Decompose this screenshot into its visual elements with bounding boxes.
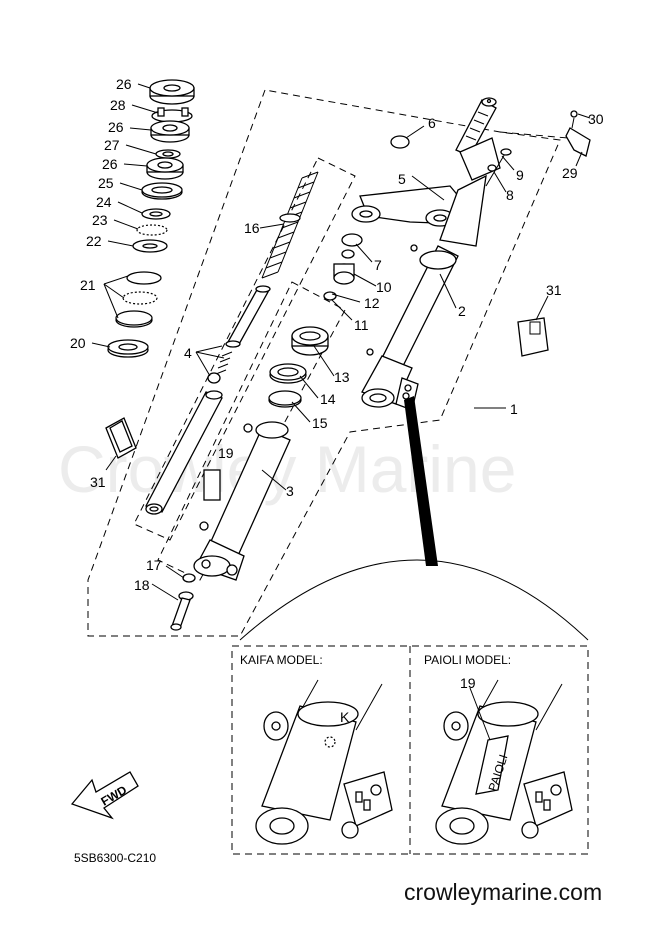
callout-16: 16: [244, 220, 260, 236]
callout-28: 28: [110, 97, 126, 113]
bearing-race-24: [141, 208, 171, 220]
kaifa-fork-bottom: [255, 679, 393, 845]
callout-13: 13: [334, 369, 350, 385]
ball-bearing-23: [136, 224, 168, 236]
bushing-15: [268, 390, 302, 408]
callout-7: 7: [374, 257, 382, 273]
callout-20: 20: [70, 335, 86, 351]
paioli-fork-bottom: [435, 679, 573, 845]
callout-8: 8: [506, 187, 514, 203]
fwd-arrow-icon: [70, 771, 139, 820]
callout-19: 19: [218, 445, 234, 461]
bearing-race-22: [132, 239, 168, 253]
lock-washer-28: [151, 107, 193, 123]
damper-group-outline: [157, 281, 346, 581]
callout-3: 3: [286, 483, 294, 499]
outer-tube-3: [193, 421, 291, 581]
detail-pointer: [404, 396, 438, 566]
damper-rod: [225, 285, 271, 348]
bearing-race-25: [141, 182, 183, 200]
inner-tube: [145, 390, 223, 515]
callout-11: 11: [354, 317, 369, 333]
callout-15: 15: [312, 415, 328, 431]
callout-4: 4: [184, 345, 192, 361]
callout-30: 30: [588, 111, 604, 127]
callout-27: 27: [104, 137, 120, 153]
diagram-code: 5SB6300-C210: [74, 851, 156, 865]
callout-14: 14: [320, 391, 336, 407]
oil-seal-14: [269, 363, 307, 384]
upper-clamp-bracket-2: [351, 174, 487, 252]
paioli-model-title: PAIOLI MODEL:: [424, 653, 511, 667]
callout-21: 21: [80, 277, 96, 293]
cap-bolt-10-12: [323, 263, 355, 301]
inner-fork-group-outline: [133, 157, 356, 541]
paioli-callout-19: 19: [460, 675, 476, 691]
front-fork-group-outline: [87, 89, 561, 637]
callout-24: 24: [96, 194, 112, 210]
callout-31-right: 31: [546, 282, 562, 298]
kaifa-model-title: KAIFA MODEL:: [240, 653, 323, 667]
fork-spring-16: [261, 171, 319, 279]
kaifa-k-mark: K: [340, 709, 350, 725]
bolt-30-29: [565, 110, 591, 157]
callout-25: 25: [98, 175, 114, 191]
bearing-set-21: [115, 271, 162, 328]
callout-12: 12: [364, 295, 380, 311]
steering-nut-26-top: [149, 79, 195, 105]
cap-6: [390, 135, 410, 149]
site-name: crowleymarine.com: [404, 879, 602, 905]
callout-17: 17: [146, 557, 162, 573]
leader-lines: [91, 83, 591, 601]
callout-5: 5: [398, 171, 406, 187]
bolt-18: [170, 591, 194, 631]
callout-1: 1: [510, 401, 518, 417]
callout-18: 18: [134, 577, 150, 593]
fork-leg-1: [361, 245, 459, 411]
steering-nut-26-low: [146, 157, 184, 180]
detail-arc: [239, 559, 589, 641]
plug-7: [341, 233, 363, 259]
callout-2: 2: [458, 303, 466, 319]
dust-seal-20: [107, 339, 149, 358]
detail-frame: [231, 645, 589, 855]
label-31-right: [517, 317, 549, 357]
callout-6: 6: [428, 115, 436, 131]
callout-31-left: 31: [90, 474, 106, 490]
callout-26-low: 26: [102, 156, 118, 172]
washer-17: [182, 573, 196, 583]
callout-26-mid: 26: [108, 119, 124, 135]
bolt-9: [485, 148, 512, 187]
callout-29: 29: [562, 165, 578, 181]
seal-13: [291, 326, 329, 356]
washer-27: [155, 149, 181, 159]
label-19-box: [203, 469, 221, 501]
steering-nut-26-mid: [150, 120, 190, 143]
callout-22: 22: [86, 233, 102, 249]
label-31-left: [105, 417, 137, 459]
callout-10: 10: [376, 279, 392, 295]
callout-9: 9: [516, 167, 524, 183]
callout-26-top: 26: [116, 76, 132, 92]
callout-23: 23: [92, 212, 108, 228]
rebound-spring-4: [207, 351, 233, 384]
